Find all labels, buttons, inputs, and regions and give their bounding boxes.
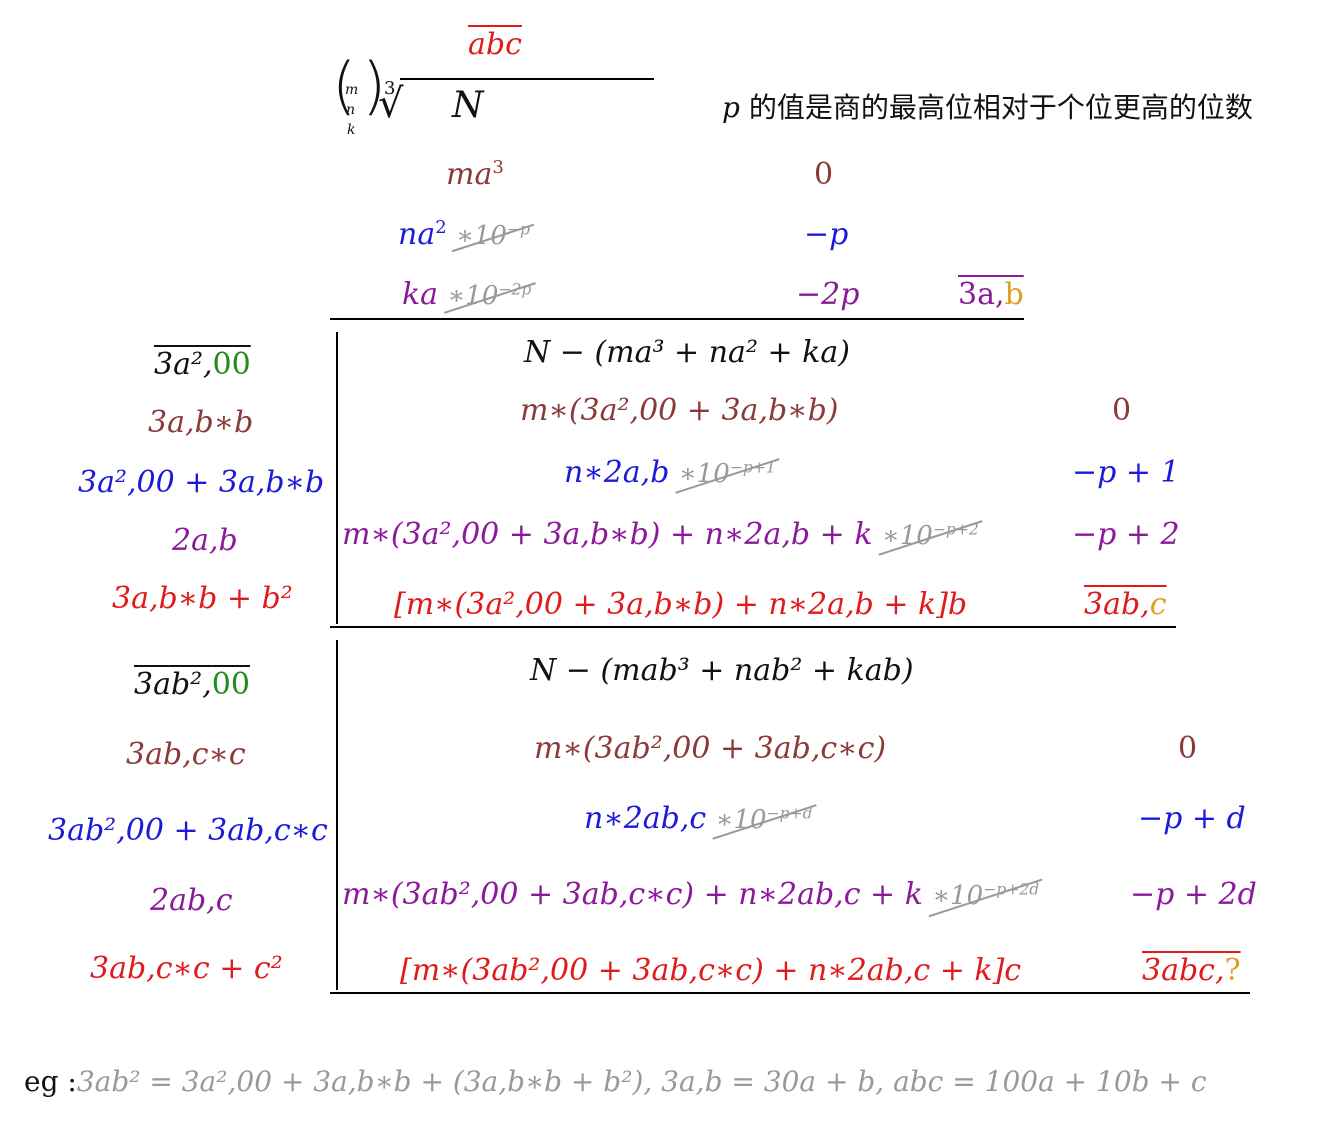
- second-right-2: −p + 1: [1072, 455, 1180, 490]
- third-left-3: 3ab²,00 + 3ab,c∗c: [48, 813, 328, 848]
- third-result: 3abc,?: [1142, 953, 1241, 988]
- second-center-4: m∗(3a²,00 + 3a,b∗b) + n∗2a,b + k ∗10−p+2: [342, 517, 979, 552]
- third-left-1: 3ab²,00: [134, 667, 250, 702]
- root-index: 3: [384, 78, 396, 99]
- second-result: 3ab,c: [1084, 587, 1167, 622]
- third-divider: [330, 992, 1250, 994]
- second-left-1: 3a²,00: [154, 347, 251, 382]
- third-center-2: m∗(3ab²,00 + 3ab,c∗c): [534, 731, 887, 766]
- second-left-4: 2a,b: [172, 523, 238, 558]
- second-left-2: 3a,b∗b: [148, 405, 254, 440]
- second-divider: [330, 626, 1176, 628]
- third-center-5: [m∗(3ab²,00 + 3ab,c∗c) + n∗2ab,c + k]c: [400, 953, 1022, 988]
- term-ka: ka ∗10−2p: [402, 277, 532, 312]
- shift-2p: −2p: [796, 277, 860, 312]
- third-left-4: 2ab,c: [150, 883, 233, 918]
- first-divider: [330, 318, 1024, 320]
- term-na2: na2 ∗10−p: [398, 217, 531, 252]
- radical-bar: [400, 78, 654, 80]
- third-center-1: N − (mab³ + nab² + kab): [530, 653, 914, 688]
- shift-p: −p: [804, 217, 849, 252]
- first-result: 3a,b: [958, 277, 1024, 312]
- third-left-5: 3ab,c∗c + c²: [90, 951, 283, 986]
- second-vertical-divider: [336, 332, 338, 624]
- second-left-5: 3a,b∗b + b²: [112, 581, 293, 616]
- third-center-4: m∗(3ab²,00 + 3ab,c∗c) + n∗2ab,c + k ∗10−…: [342, 877, 1040, 912]
- second-left-3: 3a²,00 + 3a,b∗b: [78, 465, 325, 500]
- second-center-5: [m∗(3a²,00 + 3a,b∗b) + n∗2a,b + k]b: [394, 587, 968, 622]
- second-center-1: N − (ma³ + na² + ka): [524, 335, 850, 370]
- third-right-2: −p + d: [1138, 801, 1246, 836]
- third-left-2: 3ab,c∗c: [126, 737, 246, 772]
- third-vertical-divider: [336, 640, 338, 990]
- root-result: abc: [468, 27, 522, 62]
- third-right-1: 0: [1178, 731, 1198, 766]
- second-right-3: −p + 2: [1072, 517, 1180, 552]
- term-ma3: ma3: [446, 157, 504, 192]
- second-right-1: 0: [1112, 393, 1132, 428]
- third-right-3: −p + 2d: [1130, 877, 1257, 912]
- radical-sign: √: [378, 81, 404, 127]
- note: p 的值是商的最高位相对于个位更高的位数: [722, 91, 1253, 124]
- second-center-2: m∗(3a²,00 + 3a,b∗b): [520, 393, 839, 428]
- footer-example: eg :3ab² = 3a²,00 + 3a,b∗b + (3a,b∗b + b…: [24, 1065, 1207, 1098]
- second-center-3: n∗2a,b ∗10−p+1: [564, 455, 776, 490]
- radicand: N: [452, 85, 484, 126]
- shift-0: 0: [814, 157, 834, 192]
- third-center-3: n∗2ab,c ∗10−p+d: [584, 801, 813, 836]
